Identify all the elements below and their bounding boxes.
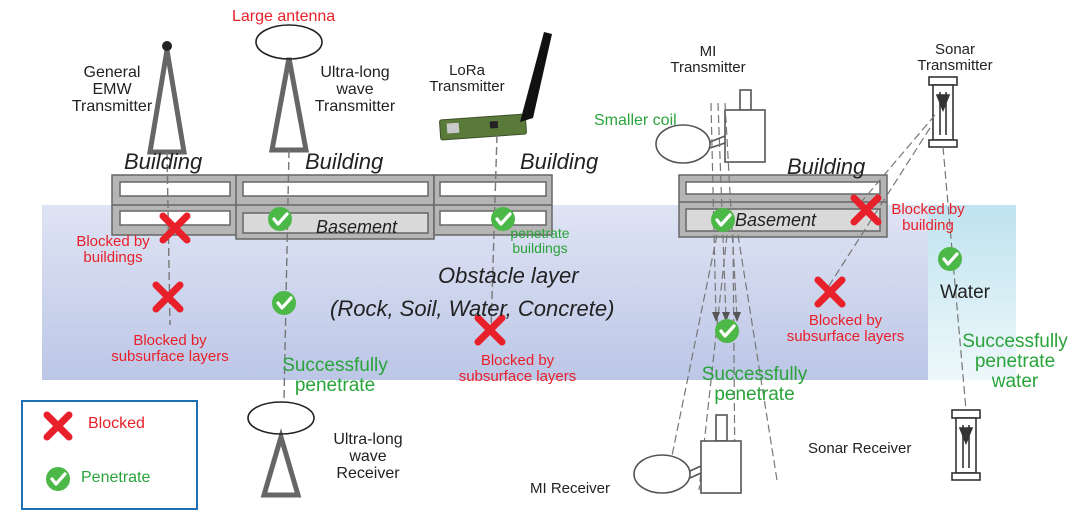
label-line: EMW [92, 80, 132, 98]
label-line: MI [699, 43, 717, 60]
label-line: General [83, 64, 141, 81]
building-1 [111, 174, 238, 236]
label-line: Ultra-long [333, 431, 403, 448]
label-water: Water [940, 282, 990, 303]
label-line: Transmitter [670, 58, 746, 76]
mi-signal-lines [664, 102, 778, 491]
mi-transmitter [655, 89, 766, 164]
obstacle-layer-title: Obstacle layer [438, 263, 579, 288]
legend-blocked-label: Blocked [88, 415, 145, 432]
legend: Blocked Penetrate [21, 400, 198, 510]
label-mi-receiver: MI Receiver [530, 480, 611, 497]
ulw-signal-line [283, 149, 290, 401]
penetrate-marker [266, 205, 294, 233]
lora-signal-line [490, 134, 498, 331]
label-successfully-penetrate-1: Successfully penetrate [270, 356, 400, 396]
label-sonar-transmitter: Sonar Transmitter [905, 42, 1005, 74]
antenna-tip [162, 41, 172, 51]
label-line: Blocked by [891, 201, 965, 218]
obstacle-layer-subtitle: (Rock, Soil, Water, Concrete) [330, 296, 615, 321]
label-blocked-by-subsurface-3: Blocked by subsurface layers [768, 313, 923, 345]
label-line: Transmitter [429, 77, 505, 95]
label-line: wave [336, 80, 374, 98]
label-basement-2: Basement [735, 210, 817, 230]
label-blocked-by-subsurface-2: Blocked by subsurface layers [440, 353, 595, 385]
sonar-transmitter [928, 76, 958, 148]
label-penetrate-buildings: penetrate buildings [500, 226, 580, 255]
label-ulw-transmitter: Ultra-long wave Transmitter [305, 64, 405, 115]
label-large-antenna: Large antenna [232, 8, 336, 25]
signal-arrow [722, 312, 730, 322]
label-line: Successfully [962, 331, 1068, 352]
label-line: Successfully [282, 355, 388, 376]
label-sonar-receiver: Sonar Receiver [808, 440, 912, 457]
label-line: buildings [83, 248, 143, 266]
label-line: Blocked by [133, 332, 207, 349]
label-line: penetrate [714, 383, 795, 405]
label-successfully-penetrate-water: Successfully penetrate water [950, 332, 1080, 392]
label-building-3: Building [520, 149, 599, 174]
label-line: subsurface layers [458, 367, 577, 385]
water-region [928, 205, 1016, 380]
sonar-receiver [951, 409, 981, 481]
label-line: LoRa [449, 62, 485, 79]
label-line: Blocked by [808, 312, 883, 329]
label-basement-1: Basement [316, 217, 398, 237]
label-blocked-by-building: Blocked by building [886, 202, 970, 234]
lora-transmitter [439, 32, 552, 141]
label-line: Transmitter [71, 97, 153, 115]
label-line: Transmitter [917, 56, 993, 74]
label-mi-transmitter: MI Transmitter [660, 44, 756, 76]
label-line: wave [349, 447, 387, 465]
legend-blocked-icon [43, 411, 73, 441]
penetrate-marker [713, 317, 741, 345]
legend-penetrate-label: Penetrate [81, 469, 151, 486]
label-building-1: Building [124, 149, 203, 174]
label-lora-transmitter: LoRa Transmitter [422, 63, 512, 95]
ultra-long-wave-receiver [260, 428, 302, 498]
label-line: Blocked by [480, 352, 555, 369]
label-line: subsurface layers [786, 327, 905, 345]
label-line: penetrate [510, 225, 570, 241]
sonar-signal-lines [824, 114, 967, 411]
label-blocked-by-buildings: Blocked by buildings [58, 234, 168, 266]
label-building-4: Building [787, 154, 866, 179]
label-line: buildings [512, 239, 568, 256]
signal-arrow [712, 312, 720, 322]
label-building-2: Building [305, 149, 384, 174]
penetrate-marker [709, 206, 737, 234]
label-line: Ultra-long [320, 64, 390, 81]
label-line: water [991, 370, 1039, 392]
penetrate-marker [936, 245, 964, 273]
mi-receiver [633, 414, 742, 494]
label-blocked-by-subsurface-1: Blocked by subsurface layers [100, 333, 240, 365]
label-successfully-penetrate-2: Successfully penetrate [687, 365, 822, 405]
label-line: Successfully [701, 364, 808, 385]
penetrate-marker [270, 289, 298, 317]
label-line: Blocked by [76, 233, 150, 250]
label-ulw-receiver: Ultra-long wave Receiver [318, 431, 418, 482]
signal-arrow [733, 312, 741, 322]
label-line: subsurface layers [111, 347, 229, 365]
ultra-long-wave-transmitter [268, 57, 310, 153]
label-line: Sonar [934, 41, 976, 58]
legend-penetrate-icon [46, 467, 70, 491]
label-line: penetrate [974, 350, 1056, 372]
label-line: Transmitter [314, 97, 396, 115]
label-line: penetrate [294, 374, 376, 396]
label-general-emw-transmitter: General EMW Transmitter [62, 64, 162, 115]
receiver-antenna [247, 401, 315, 435]
large-antenna [255, 24, 323, 60]
label-line: Receiver [336, 464, 400, 482]
label-line: building [902, 216, 954, 234]
label-smaller-coil: Smaller coil [594, 112, 677, 129]
